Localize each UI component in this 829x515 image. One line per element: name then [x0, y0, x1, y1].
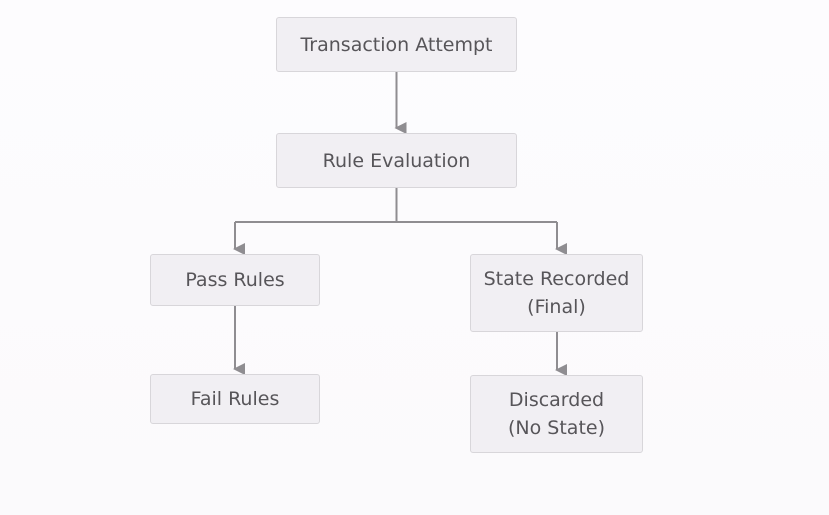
node-state-recorded: State Recorded (Final)	[470, 254, 643, 332]
node-label: Transaction Attempt	[300, 33, 493, 56]
node-label: Pass Rules	[185, 269, 285, 291]
node-pass-rules: Pass Rules	[150, 254, 320, 306]
node-label-line1: Discarded	[508, 389, 605, 411]
node-fail-rules: Fail Rules	[150, 374, 320, 424]
node-transaction-attempt: Transaction Attempt	[276, 17, 517, 72]
node-label-line2: (No State)	[508, 417, 605, 439]
node-rule-evaluation: Rule Evaluation	[276, 133, 517, 188]
node-label-line1: State Recorded	[483, 268, 630, 290]
node-label-line2: (Final)	[527, 296, 586, 318]
node-discarded: Discarded (No State)	[470, 375, 643, 453]
node-label: Fail Rules	[190, 388, 280, 410]
node-label: Rule Evaluation	[322, 149, 471, 172]
